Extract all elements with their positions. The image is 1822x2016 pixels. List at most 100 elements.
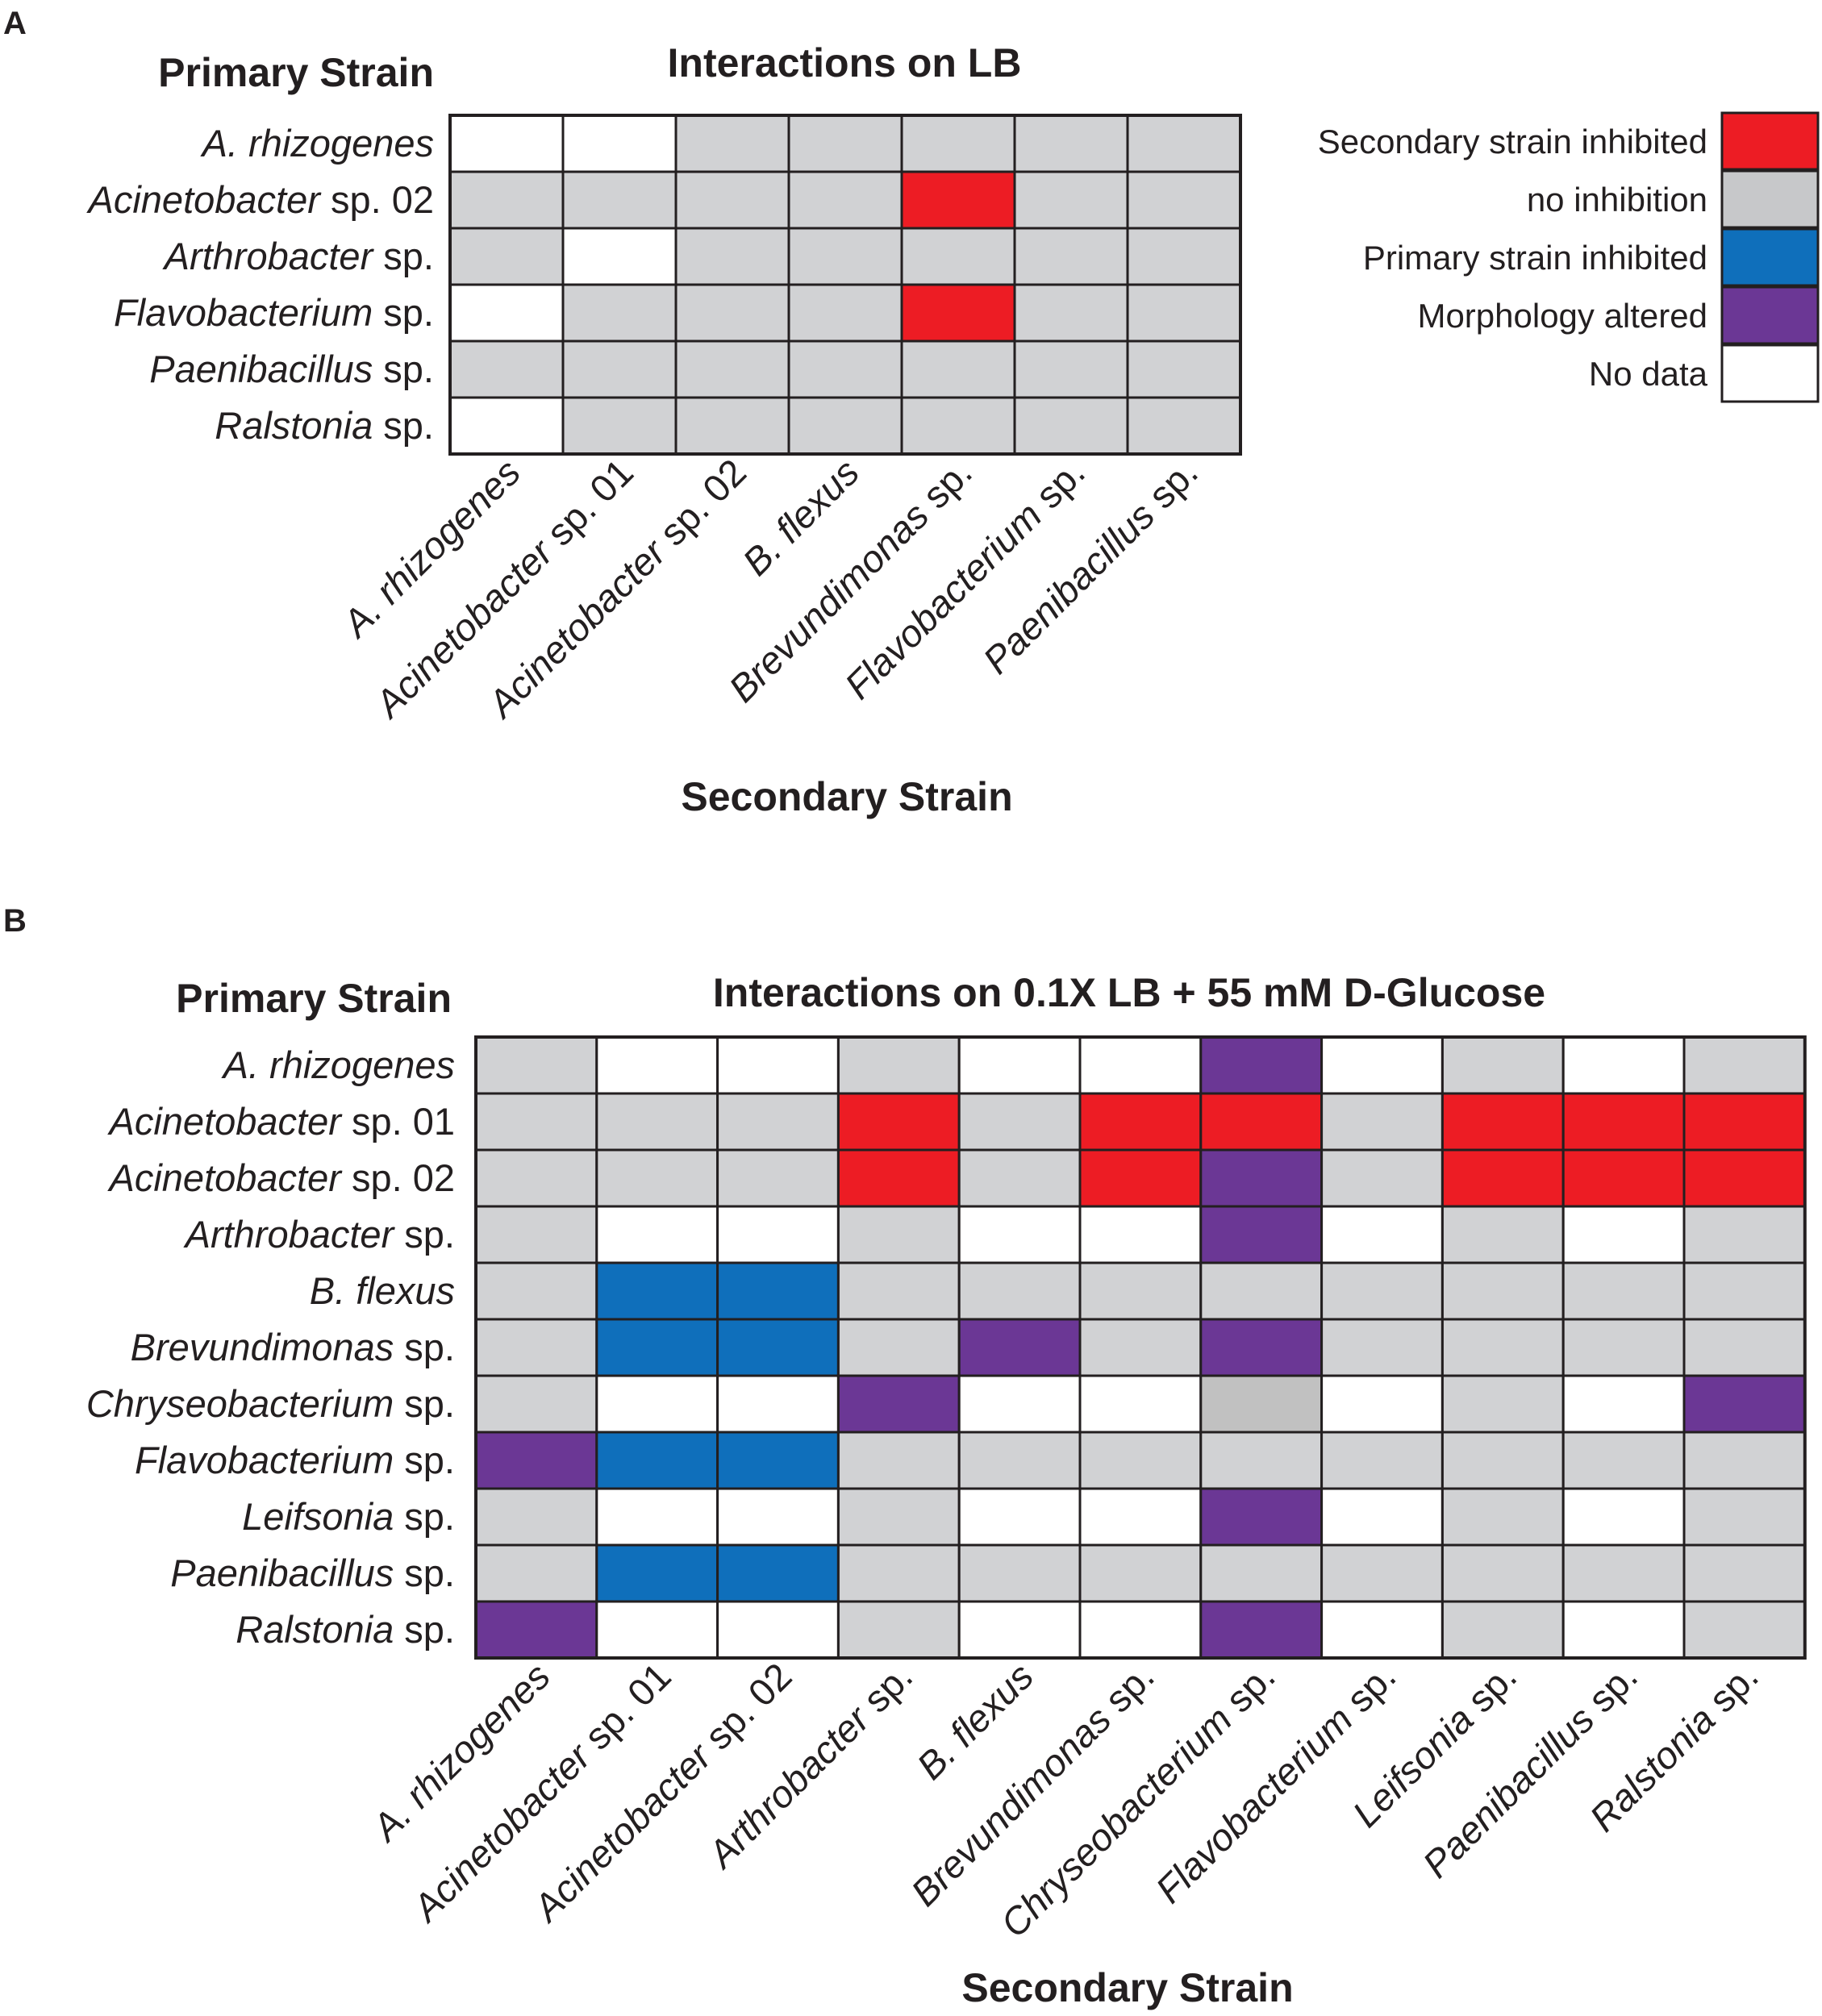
panel-b-cell	[1199, 1543, 1324, 1603]
legend-label: No data	[1589, 355, 1708, 393]
panel-b-cell	[836, 1487, 961, 1547]
panel-b-cell	[595, 1205, 719, 1264]
panel-b-cell	[1320, 1543, 1444, 1603]
panel-a-row-label: Acinetobacter sp. 02	[86, 178, 435, 221]
panel-b-row-label: B. flexus	[310, 1269, 455, 1312]
panel-b-cell	[716, 1318, 840, 1377]
panel-b-row-label: Leifsonia sp.	[242, 1495, 455, 1538]
panel-b-cell	[1078, 1205, 1203, 1264]
panel-b-cell	[716, 1261, 840, 1321]
panel-b-cell	[836, 1092, 961, 1152]
panel-a-column-axis-title: Secondary Strain	[681, 774, 1012, 819]
panel-a-cell	[1126, 283, 1242, 343]
panel-b-cell	[1320, 1600, 1444, 1660]
panel-b-cell	[1199, 1148, 1324, 1208]
panel-b-cell	[595, 1092, 719, 1152]
panel-a-cell	[900, 396, 1016, 456]
panel-b-cell	[1561, 1205, 1686, 1264]
panel-b-cell	[1078, 1148, 1203, 1208]
panel-b-title: Interactions on 0.1X LB + 55 mM D-Glucos…	[713, 970, 1545, 1015]
panel-a-cell	[1013, 114, 1129, 173]
panel-b-cell	[1199, 1261, 1324, 1321]
panel-b-cell	[1441, 1148, 1565, 1208]
panel-a-column-label: Paenibacillus sp.	[974, 451, 1206, 682]
panel-b-cell	[836, 1148, 961, 1208]
panel-b-cell	[836, 1318, 961, 1377]
panel-a-cell	[448, 396, 565, 456]
panel-a-cell	[900, 114, 1016, 173]
panel-a-cell	[561, 170, 678, 230]
panel-b-cell	[957, 1205, 1082, 1264]
panel-b-cell	[836, 1431, 961, 1490]
panel-a-cell	[1013, 227, 1129, 286]
panel-b-row-label: Arthrobacter sp.	[183, 1213, 455, 1256]
panel-a-border	[448, 114, 1242, 456]
panel-b-cell	[595, 1543, 719, 1603]
panel-a-cell	[674, 283, 790, 343]
panel-a-cell	[448, 170, 565, 230]
panel-b-cell	[1682, 1318, 1807, 1377]
panel-b-cell	[1682, 1374, 1807, 1434]
panel-b-cell	[1078, 1374, 1203, 1434]
panel-b-cell	[957, 1487, 1082, 1547]
panel-a-cell	[787, 339, 903, 399]
legend-swatch	[1720, 227, 1820, 287]
legend-swatch	[1720, 285, 1820, 345]
panel-b-cell	[957, 1318, 1082, 1377]
legend-swatch	[1720, 344, 1820, 403]
panel-b-cell	[957, 1374, 1082, 1434]
panel-b-cell	[716, 1035, 840, 1095]
panel-a-row-axis-title: Primary Strain	[158, 50, 434, 95]
legend-label: no inhibition	[1527, 181, 1707, 219]
panel-b-cell	[1320, 1431, 1444, 1490]
panel-b-cell	[1441, 1035, 1565, 1095]
panel-b-cell	[1078, 1318, 1203, 1377]
panel-b-cell	[957, 1543, 1082, 1603]
panel-a-cell	[787, 396, 903, 456]
panel-b-cell	[474, 1318, 598, 1377]
panel-b-cell	[957, 1261, 1082, 1321]
panel-b-cell	[1320, 1261, 1444, 1321]
panel-b-column-label: Arthrobacter sp.	[698, 1655, 920, 1877]
panel-b-cell	[474, 1092, 598, 1152]
panel-b-cell	[1561, 1318, 1686, 1377]
panel-a-letter: A	[3, 6, 27, 41]
panel-b-cell	[1561, 1487, 1686, 1547]
panel-b-cell	[957, 1600, 1082, 1660]
panel-b-cell	[474, 1431, 598, 1490]
panel-b-column-axis-title: Secondary Strain	[961, 1965, 1293, 2010]
panel-b-cell	[595, 1261, 719, 1321]
panel-b-row-label: Acinetobacter sp. 02	[107, 1156, 456, 1199]
panel-b-cell	[1320, 1035, 1444, 1095]
panel-b-cell	[1561, 1035, 1686, 1095]
panel-b-cell	[1320, 1374, 1444, 1434]
panel-b-cell	[474, 1600, 598, 1660]
panel-b-cell	[474, 1205, 598, 1264]
panel-b-cell	[1561, 1431, 1686, 1490]
panel-b-row-label: A. rhizogenes	[221, 1043, 455, 1086]
panel-b-cell	[595, 1487, 719, 1547]
panel-b-cell	[1441, 1543, 1565, 1603]
legend-label: Primary strain inhibited	[1363, 239, 1707, 277]
panel-b-cell	[1320, 1318, 1444, 1377]
panel-a-cell	[1126, 170, 1242, 230]
panel-b-cell	[836, 1600, 961, 1660]
panel-b-cell	[595, 1374, 719, 1434]
panel-b-cell	[1441, 1600, 1565, 1660]
panel-a-cell	[674, 170, 790, 230]
panel-b-cell	[836, 1261, 961, 1321]
panel-b-row-label: Chryseobacterium sp.	[86, 1382, 455, 1425]
legend-label: Morphology altered	[1417, 297, 1707, 335]
panel-b-cell	[1078, 1543, 1203, 1603]
panel-b-cell	[595, 1431, 719, 1490]
panel-b-cell	[836, 1035, 961, 1095]
panel-b-cell	[1561, 1092, 1686, 1152]
panel-a-cell	[561, 283, 678, 343]
panel-b-cell	[595, 1148, 719, 1208]
panel-b-cell	[1441, 1487, 1565, 1547]
panel-b-cell	[1682, 1431, 1807, 1490]
panel-b-cell	[1441, 1374, 1565, 1434]
panel-b-cell	[1320, 1092, 1444, 1152]
panel-a-cell	[1126, 396, 1242, 456]
